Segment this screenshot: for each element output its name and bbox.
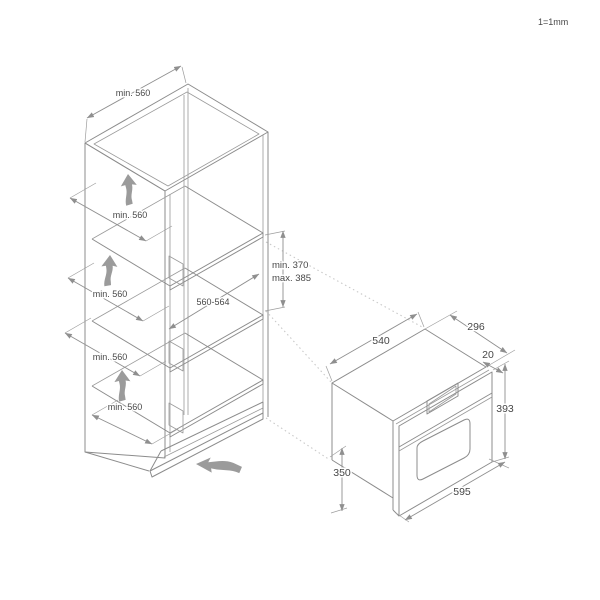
- cabinet-dimensions: [64, 65, 286, 445]
- cabinet-middle-depth-label: min. 560: [93, 289, 128, 299]
- vent-arrow-plinth: [196, 457, 242, 474]
- oven-front-height-label: 393: [496, 403, 514, 415]
- oven-width-top-label: 540: [372, 335, 390, 347]
- oven-display: [426, 382, 459, 415]
- cabinet-top-width-label: min. 560: [116, 88, 151, 98]
- oven-overhang-label: 20: [482, 349, 494, 361]
- niche-width-label: 560-564: [196, 297, 229, 307]
- cabinet-bottom-depth-label: min. 560: [108, 402, 143, 412]
- scale-note: 1=1mm: [538, 17, 568, 27]
- cabinet-upper-depth-label: min. 560: [113, 210, 148, 220]
- niche-height-max-label: max. 385: [272, 273, 311, 284]
- niche-height-min-label: min. 370: [272, 260, 308, 271]
- oven-carcass-height-label: 350: [333, 467, 351, 479]
- vent-arrow-upper: [120, 173, 139, 206]
- plinth: [149, 401, 264, 478]
- dimension-labels: 1=1mm min. 560 min. 560 min. 560 min. 56…: [91, 16, 570, 500]
- shelf-bottom: [91, 332, 264, 438]
- ventilation-arrows: [100, 173, 242, 474]
- oven-depth-top-label: 296: [467, 321, 485, 333]
- vent-arrow-lower: [114, 369, 132, 402]
- oven-door-window: [416, 418, 471, 481]
- cabinet-drawing: [84, 83, 269, 478]
- oven-dimensions: [325, 310, 516, 523]
- vent-arrow-middle: [100, 254, 118, 287]
- oven-front-width-label: 595: [453, 486, 471, 498]
- cabinet-lower-depth-label: min. 560: [93, 352, 128, 362]
- projection-lines: [265, 241, 425, 461]
- shelf-upper: [91, 185, 264, 291]
